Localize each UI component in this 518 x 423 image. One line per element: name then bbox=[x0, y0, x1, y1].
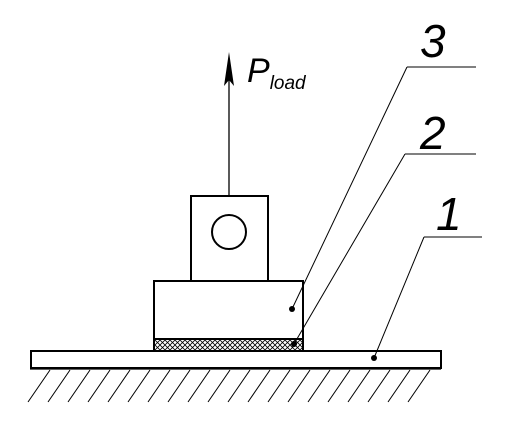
callout-3: 3 bbox=[289, 15, 476, 312]
base-plate bbox=[30, 350, 442, 369]
load-symbol: P bbox=[247, 52, 270, 90]
lower-block bbox=[153, 280, 304, 340]
callout-2-number: 2 bbox=[419, 107, 446, 159]
ground-hatch-stroke bbox=[267, 369, 291, 403]
callout-3-number: 3 bbox=[420, 15, 446, 67]
load-label: Pload bbox=[247, 52, 307, 94]
callout-1-number: 1 bbox=[436, 188, 462, 240]
ground-hatch-stroke bbox=[307, 369, 331, 403]
ground-hatch-stroke bbox=[127, 369, 151, 403]
ground-hatch-stroke bbox=[407, 369, 431, 403]
callout-1: 1 bbox=[371, 188, 482, 361]
ground-hatch-stroke bbox=[287, 369, 311, 403]
ground-hatch-stroke bbox=[167, 369, 191, 403]
ground-hatch-stroke bbox=[87, 369, 111, 403]
ground-hatch-stroke bbox=[367, 369, 391, 403]
ground-hatch-stroke bbox=[147, 369, 171, 403]
ground-hatch-stroke bbox=[327, 369, 351, 403]
ground-support bbox=[27, 368, 441, 403]
ground-hatch-stroke bbox=[347, 369, 371, 403]
ground-hatch-stroke bbox=[67, 369, 91, 403]
load-subscript: load bbox=[270, 73, 307, 94]
ground-hatch-stroke bbox=[247, 369, 271, 403]
ground-hatch-stroke bbox=[207, 369, 231, 403]
ground-hatch-stroke bbox=[387, 369, 411, 403]
lug-hole bbox=[211, 214, 247, 250]
load-arrow bbox=[224, 52, 234, 196]
ground-hatch-stroke bbox=[27, 369, 51, 403]
ground-hatch-stroke bbox=[187, 369, 211, 403]
ground-hatch-stroke bbox=[227, 369, 251, 403]
ground-hatch-stroke bbox=[107, 369, 131, 403]
adhesive-layer bbox=[153, 338, 304, 352]
ground-hatch-stroke bbox=[47, 369, 71, 403]
callout-2: 2 bbox=[291, 107, 476, 347]
